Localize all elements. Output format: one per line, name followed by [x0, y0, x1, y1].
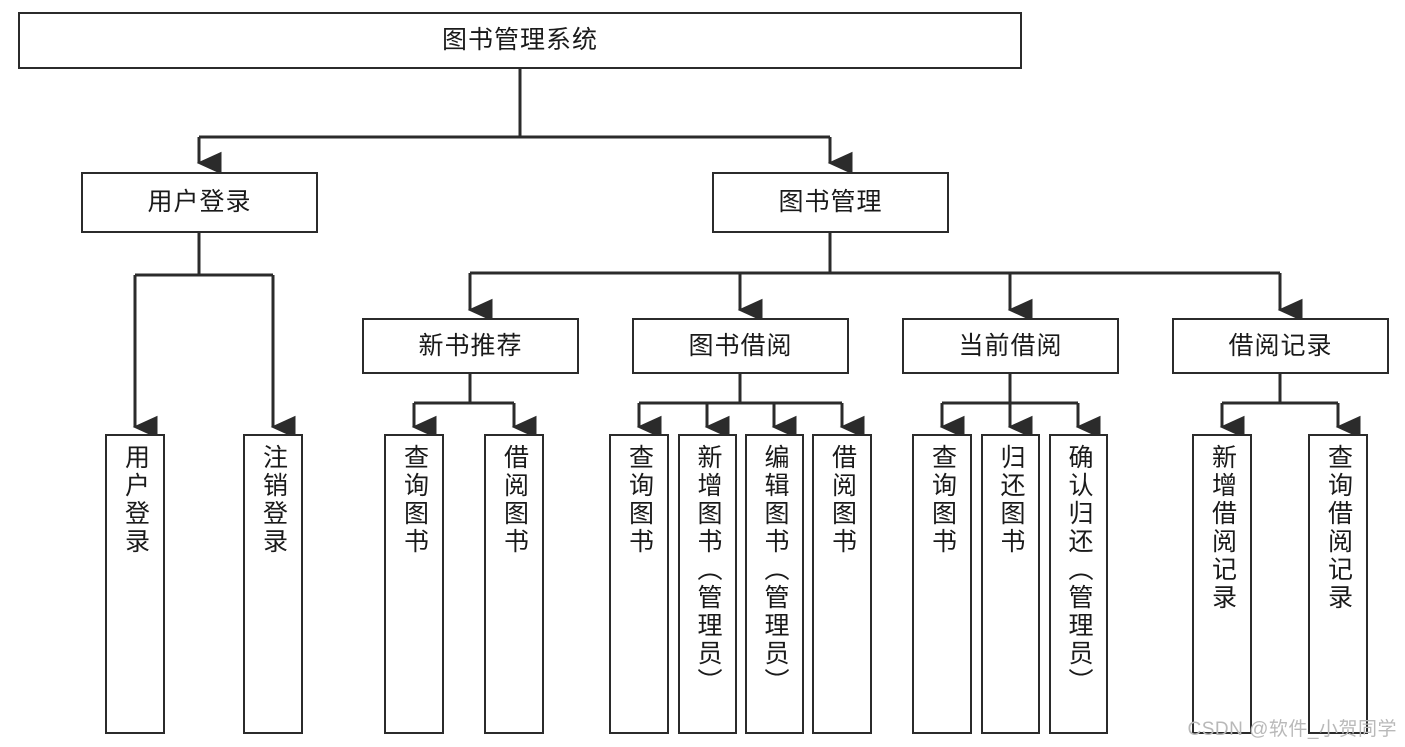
node-leaf-query-book-1-label: 查询图书 — [400, 444, 429, 556]
node-root-label: 图书管理系统 — [441, 26, 598, 55]
node-leaf-edit-book[interactable]: 编辑图书（管理员） — [745, 434, 804, 734]
node-leaf-add-record[interactable]: 新增借阅记录 — [1192, 434, 1252, 734]
node-borrow-record[interactable]: 借阅记录 — [1172, 318, 1389, 374]
node-book-borrow-label: 图书借阅 — [688, 331, 793, 360]
node-leaf-query-record-label: 查询借阅记录 — [1324, 444, 1353, 612]
node-leaf-user-login-label: 用户登录 — [121, 444, 150, 556]
node-book-manage-label: 图书管理 — [778, 188, 883, 217]
node-leaf-borrow-book-2[interactable]: 借阅图书 — [812, 434, 872, 734]
node-new-book-rec[interactable]: 新书推荐 — [362, 318, 579, 374]
node-current-borrow[interactable]: 当前借阅 — [902, 318, 1119, 374]
node-book-borrow[interactable]: 图书借阅 — [632, 318, 849, 374]
node-book-manage[interactable]: 图书管理 — [712, 172, 949, 233]
node-leaf-return-book[interactable]: 归还图书 — [981, 434, 1040, 734]
node-leaf-edit-book-label: 编辑图书（管理员） — [761, 444, 789, 696]
node-leaf-logout-label: 注销登录 — [259, 444, 288, 556]
node-leaf-query-book-2-label: 查询图书 — [625, 444, 654, 556]
node-leaf-add-book[interactable]: 新增图书（管理员） — [678, 434, 737, 734]
node-leaf-confirm-return-label: 确认归还（管理员） — [1065, 444, 1093, 696]
node-root[interactable]: 图书管理系统 — [18, 12, 1022, 69]
node-leaf-confirm-return[interactable]: 确认归还（管理员） — [1049, 434, 1108, 734]
node-user-login[interactable]: 用户登录 — [81, 172, 318, 233]
node-leaf-add-record-label: 新增借阅记录 — [1208, 444, 1237, 612]
csdn-watermark: CSDN @软件_小贺同学 — [1187, 719, 1397, 740]
node-current-borrow-label: 当前借阅 — [958, 331, 1063, 360]
node-leaf-user-login[interactable]: 用户登录 — [105, 434, 165, 734]
node-leaf-query-book-2[interactable]: 查询图书 — [609, 434, 669, 734]
node-borrow-record-label: 借阅记录 — [1228, 331, 1333, 360]
node-leaf-borrow-book-2-label: 借阅图书 — [828, 444, 857, 556]
node-new-book-rec-label: 新书推荐 — [418, 331, 523, 360]
node-leaf-logout[interactable]: 注销登录 — [243, 434, 303, 734]
node-user-login-label: 用户登录 — [147, 188, 252, 217]
node-leaf-add-book-label: 新增图书（管理员） — [694, 444, 722, 696]
node-leaf-query-book-1[interactable]: 查询图书 — [384, 434, 444, 734]
node-leaf-query-book-3-label: 查询图书 — [928, 444, 957, 556]
node-leaf-borrow-book-1[interactable]: 借阅图书 — [484, 434, 544, 734]
node-leaf-borrow-book-1-label: 借阅图书 — [500, 444, 529, 556]
node-leaf-query-record[interactable]: 查询借阅记录 — [1308, 434, 1368, 734]
node-leaf-query-book-3[interactable]: 查询图书 — [912, 434, 972, 734]
node-leaf-return-book-label: 归还图书 — [997, 444, 1025, 556]
